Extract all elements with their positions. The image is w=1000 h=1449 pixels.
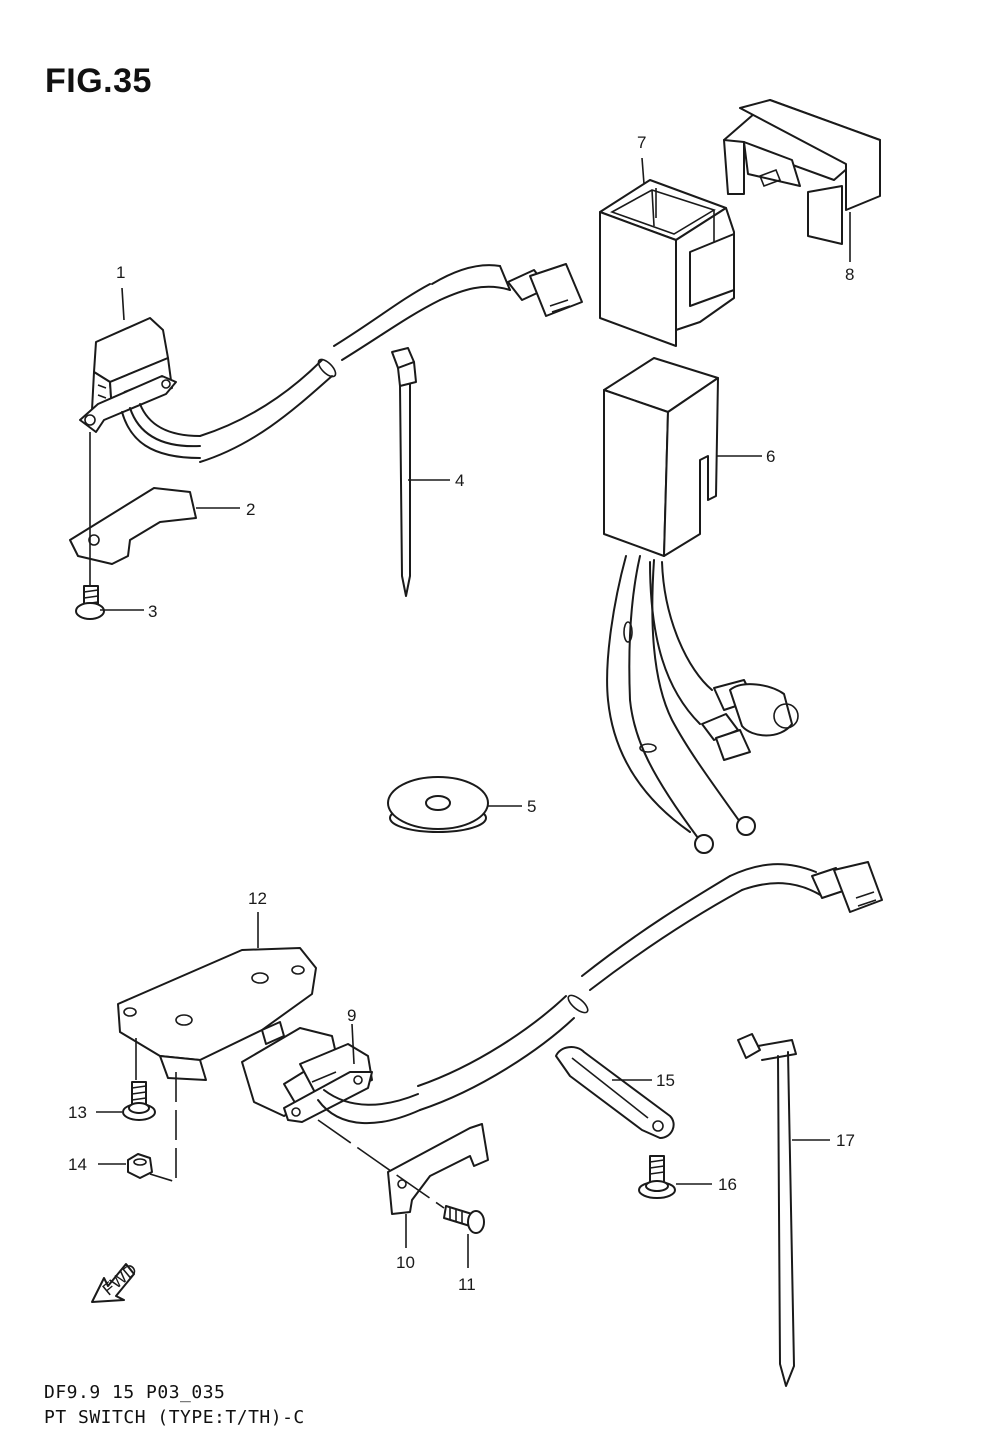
figure-code: DF9.9 15 P03_035 — [44, 1382, 226, 1403]
callout-9: 9 — [347, 1006, 356, 1025]
figure-subtitle: PT SWITCH (TYPE:T/TH)-C — [44, 1407, 305, 1428]
callout-7: 7 — [637, 133, 646, 152]
fwd-arrow-icon: FWD — [91, 1260, 141, 1303]
switch-plate-part[interactable] — [117, 947, 317, 1081]
grommet-part[interactable] — [387, 776, 489, 833]
mounting-bracket-part[interactable] — [387, 1123, 489, 1215]
callout-17: 17 — [836, 1131, 855, 1150]
long-cable-tie-part[interactable] — [737, 1033, 797, 1387]
trim-switch-part[interactable] — [241, 861, 883, 1125]
cable-tie-part[interactable] — [391, 347, 417, 597]
callout-16: 16 — [718, 1175, 737, 1194]
callout-12: 12 — [248, 889, 267, 908]
nut-part[interactable] — [127, 1153, 153, 1179]
fwd-label: FWD — [99, 1260, 141, 1299]
pt-switch-part[interactable] — [79, 263, 583, 463]
bracket-plate-part[interactable] — [69, 487, 197, 565]
washer-bolt-part[interactable] — [122, 1081, 156, 1121]
leader-lines — [89, 157, 851, 1268]
screw-part[interactable] — [75, 585, 105, 620]
figure-title: FIG.35 — [45, 62, 152, 100]
relay-unit-part[interactable] — [603, 357, 799, 854]
callout-2: 2 — [246, 500, 255, 519]
clamp-part[interactable] — [555, 1046, 675, 1139]
callout-4: 4 — [455, 471, 464, 490]
flange-bolt-part[interactable] — [638, 1155, 676, 1199]
callout-6: 6 — [766, 447, 775, 466]
callout-1: 1 — [116, 263, 125, 282]
relay-cover-part[interactable] — [599, 179, 735, 347]
holder-bracket-part[interactable] — [723, 99, 881, 245]
callout-numbers: 1 2 3 4 5 6 7 8 9 10 11 12 13 14 15 16 1… — [68, 133, 855, 1294]
callout-3: 3 — [148, 602, 157, 621]
callout-15: 15 — [656, 1071, 675, 1090]
callout-13: 13 — [68, 1103, 87, 1122]
callout-5: 5 — [527, 797, 536, 816]
callout-11: 11 — [458, 1275, 476, 1294]
callout-10: 10 — [396, 1253, 415, 1272]
callout-8: 8 — [845, 265, 854, 284]
bolt-part[interactable] — [443, 1205, 485, 1234]
callout-14: 14 — [68, 1155, 87, 1174]
